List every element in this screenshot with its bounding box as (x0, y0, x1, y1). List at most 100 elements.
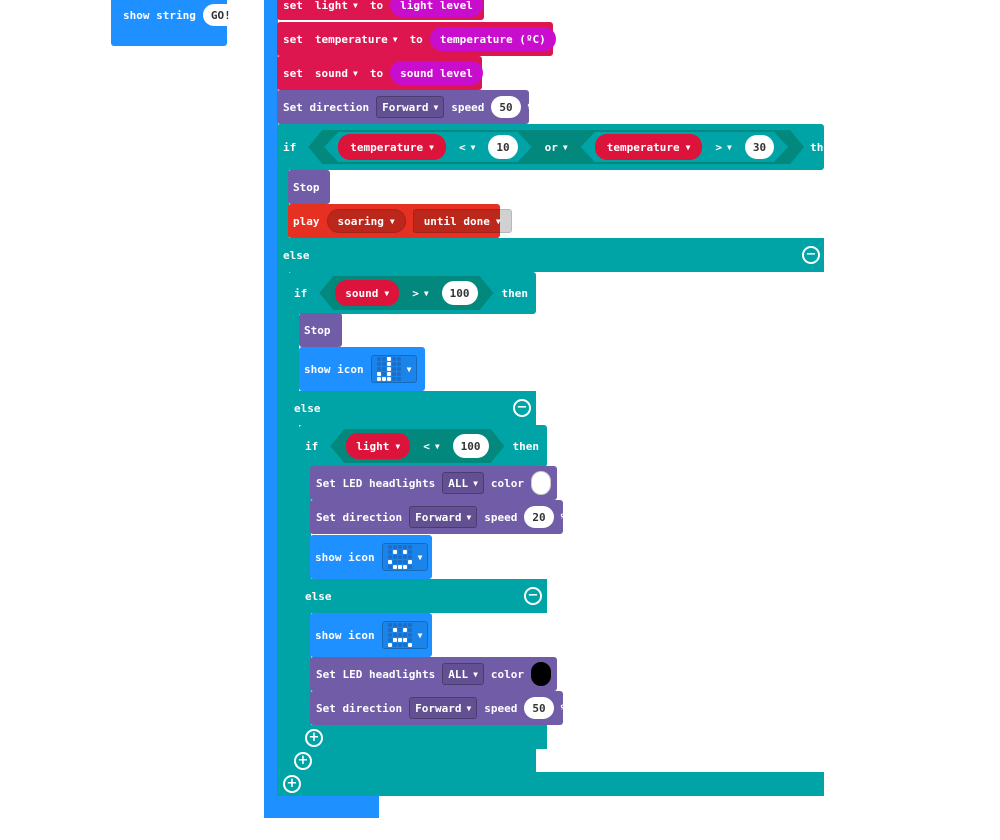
speed-input[interactable]: 50 (524, 697, 554, 719)
less-than-operator[interactable]: <▼ (458, 140, 476, 154)
else-bar-outer: else (277, 238, 824, 272)
set-direction-label: Set direction (316, 510, 403, 524)
play-mode-dropdown[interactable]: until done▼ (412, 209, 512, 233)
show-string-value[interactable]: GO! (202, 4, 239, 26)
show-string-label: show string (123, 8, 196, 22)
variable-light[interactable]: light (314, 0, 348, 12)
else-bar-sound: else (288, 391, 536, 425)
speed-label: speed (484, 510, 518, 524)
icon-picker[interactable]: ▼ (381, 621, 429, 649)
set-temperature-block[interactable]: set temperature▼ to temperature (ºC) (277, 22, 556, 56)
if-else-block-sound[interactable]: if sound▼ >▼ 100 then (288, 272, 536, 314)
sound-level-reporter[interactable]: sound level (390, 61, 483, 85)
to-keyword: to (369, 0, 384, 12)
if-outer-arm (277, 168, 289, 796)
set-direction-label: Set direction (283, 100, 370, 114)
temperature-reporter[interactable]: temperature (ºC) (429, 27, 556, 51)
compare-value-10[interactable]: 10 (488, 135, 517, 159)
show-icon-label: show icon (304, 362, 364, 376)
set-direction-block[interactable]: Set direction Forward▼ speed 20 % (310, 500, 567, 534)
remove-else-icon[interactable]: − (524, 587, 542, 605)
remove-else-icon[interactable]: − (802, 246, 820, 264)
else-keyword: else (305, 589, 332, 603)
show-icon-block[interactable]: show icon ▼ (299, 347, 425, 391)
chevron-down-icon: ▼ (406, 364, 412, 374)
speed-label: speed (484, 701, 518, 715)
melody-dropdown[interactable]: soaring▼ (326, 209, 406, 233)
set-led-label: Set LED headlights (316, 476, 436, 490)
light-variable[interactable]: light▼ (346, 433, 410, 459)
set-keyword: set (283, 0, 303, 12)
or-operator[interactable]: or▼ (544, 140, 568, 154)
show-icon-block[interactable]: show icon ▼ (310, 613, 432, 657)
set-led-headlights-block[interactable]: Set LED headlights ALL▼ color (310, 466, 557, 500)
add-else-if-icon[interactable]: + (294, 752, 312, 770)
chevron-down-icon: ▼ (417, 630, 423, 640)
show-icon-block[interactable]: show icon ▼ (310, 535, 432, 579)
to-keyword: to (369, 66, 384, 80)
direction-dropdown[interactable]: Forward (382, 100, 429, 114)
sound-variable[interactable]: sound▼ (335, 280, 399, 306)
greater-than-operator[interactable]: >▼ (412, 286, 429, 300)
direction-dropdown[interactable]: Forward (415, 701, 462, 715)
direction-dropdown[interactable]: Forward (415, 510, 462, 524)
show-string-block[interactable]: show string GO! (111, 0, 239, 46)
compare-value-100[interactable]: 100 (453, 434, 489, 458)
if-keyword: if (294, 286, 308, 300)
icon-picker[interactable]: ▼ (381, 543, 429, 571)
headlights-dropdown[interactable]: ALL▼ (442, 472, 484, 494)
set-led-headlights-block[interactable]: Set LED headlights ALL▼ color (310, 657, 557, 691)
set-direction-block[interactable]: Set direction Forward▼ speed 50 % (277, 90, 534, 124)
add-else-if-icon[interactable]: + (283, 775, 301, 793)
to-keyword: to (409, 32, 423, 46)
else-bar-light: else (299, 579, 547, 613)
sad-face-icon (387, 623, 412, 647)
if-light-bottom (299, 725, 547, 749)
light-level-reporter[interactable]: light level (390, 0, 483, 17)
icon-picker[interactable]: ▼ (370, 355, 418, 383)
set-keyword: set (283, 66, 303, 80)
set-light-block[interactable]: set light▼ to light level (277, 0, 484, 20)
else-keyword: else (283, 248, 310, 262)
then-keyword: then (512, 439, 540, 453)
if-else-block-light[interactable]: if light▼ <▼ 100 then (299, 425, 547, 467)
chevron-down-icon: ▼ (417, 552, 423, 562)
if-sound-arm (288, 312, 299, 772)
less-than-operator[interactable]: <▼ (423, 439, 440, 453)
if-sound-bottom (288, 749, 536, 772)
temperature-variable-left[interactable]: temperature▼ (338, 134, 446, 160)
set-led-label: Set LED headlights (316, 667, 436, 681)
color-label: color (490, 476, 525, 490)
if-outer-bottom (277, 772, 824, 796)
speed-input[interactable]: 20 (524, 506, 554, 528)
compare-value-30[interactable]: 30 (745, 135, 774, 159)
speed-label: speed (451, 100, 485, 114)
compare-value-100[interactable]: 100 (442, 281, 478, 305)
variable-sound[interactable]: sound (314, 66, 348, 80)
if-else-block-outer[interactable]: if temperature▼ <▼ 10 or▼ temperature▼ >… (277, 124, 837, 170)
play-melody-block[interactable]: play soaring▼ until done▼ (288, 204, 512, 238)
if-keyword: if (305, 439, 319, 453)
set-sound-block[interactable]: set sound▼ to sound level (277, 56, 483, 90)
remove-else-icon[interactable]: − (513, 399, 531, 417)
variable-temperature[interactable]: temperature (314, 32, 388, 46)
color-picker-white[interactable] (531, 471, 551, 495)
stop-block[interactable]: Stop (288, 170, 330, 204)
then-keyword: then (810, 140, 837, 154)
if-keyword: if (283, 140, 297, 154)
else-keyword: else (294, 401, 321, 415)
led-pattern-icon (376, 357, 401, 381)
forever-container[interactable] (264, 0, 278, 818)
temperature-variable-right[interactable]: temperature▼ (595, 134, 703, 160)
happy-face-icon (387, 545, 412, 569)
percent-unit: % (527, 100, 535, 114)
add-else-if-icon[interactable]: + (305, 729, 323, 747)
headlights-dropdown[interactable]: ALL▼ (442, 663, 484, 685)
greater-than-operator[interactable]: >▼ (715, 140, 732, 154)
set-direction-block[interactable]: Set direction Forward▼ speed 50 % (310, 691, 567, 725)
color-picker-black[interactable] (531, 662, 551, 686)
play-label: play (293, 214, 320, 228)
stop-block[interactable]: Stop (299, 313, 342, 347)
set-keyword: set (283, 32, 303, 46)
speed-input[interactable]: 50 (491, 96, 521, 118)
